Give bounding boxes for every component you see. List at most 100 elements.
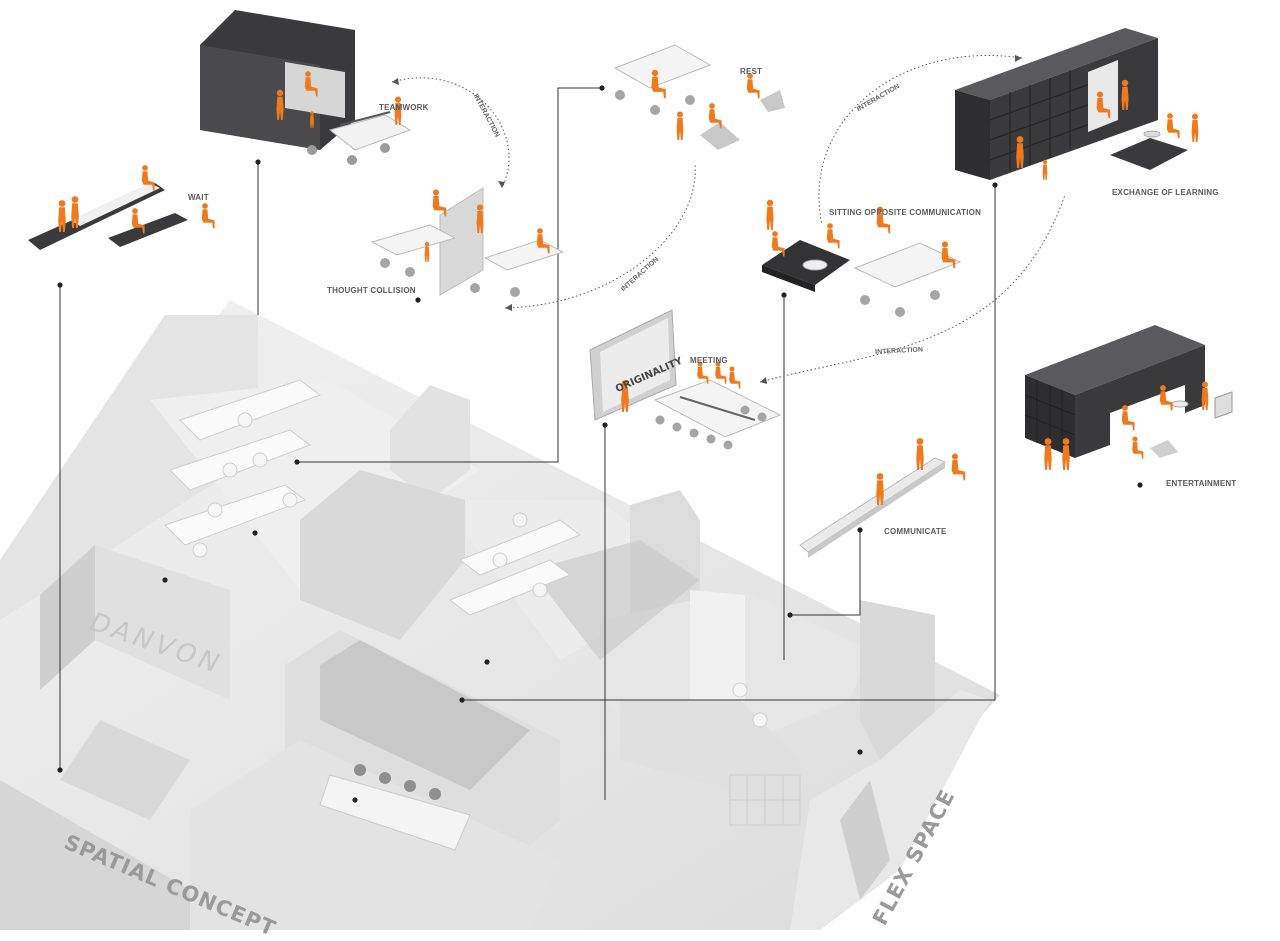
person-figure-icon [1042,159,1048,180]
model-meeting-chairs [354,764,441,800]
person-figure-icon [71,196,79,228]
round-table [802,259,828,271]
meeting-chairs [655,405,767,450]
meeting-screen-face [600,318,670,412]
person-figure-icon [621,380,629,412]
person-figure-icon [746,73,760,99]
person-figure-icon [766,199,774,230]
label-teamwork: TEAMWORK [379,103,429,112]
leader-rest [297,87,602,463]
label-thought-collision: THOUGHT COLLISION [327,286,416,295]
person-figure-icon [1044,438,1052,470]
person-figure-icon [826,223,840,249]
person-figure-icon [876,473,884,505]
person-figure-icon [651,69,666,99]
teamwork-desk [328,114,412,151]
teamwork-chairs [307,143,390,165]
block-d-top [320,640,530,790]
wait-bench-2 [108,213,188,247]
interaction-arrowheads [392,55,1022,384]
person-figure-icon [697,361,709,384]
label-communicate: COMMUNICATE [884,527,947,536]
interaction-curve-2 [504,164,696,309]
communicate-vignette [799,457,947,558]
person-figure-icon [708,103,722,129]
label-meeting: MEETING [690,356,728,365]
bookshelf-grid [989,70,1091,172]
person-figure-icon [1166,113,1180,139]
block-a [390,385,470,500]
ent-whiteboard [1214,391,1233,419]
teamwork-vignette [200,10,412,165]
interaction-curves [391,54,1066,383]
label-wait: WAIT [188,193,209,202]
model-meeting-table [319,774,471,851]
person-figure-icon [1096,91,1111,119]
tc-desk-2 [483,239,565,271]
wait-bench-top [70,183,160,226]
person-figure-icon [1191,113,1199,142]
learning-sofa [1110,138,1188,170]
bookshelf-top [955,28,1158,100]
person-figure-icon [424,241,430,262]
rest-vignette [613,44,785,150]
person-figure-icon [715,361,727,384]
block-j [860,600,935,760]
bookshelf-front [955,90,990,180]
sitting-opposite-vignette [762,240,962,317]
chairs-cluster [192,412,768,728]
communicate-plank-side [808,462,945,558]
dark-sofa-front [762,265,815,292]
interaction-curve-1 [391,77,510,189]
tc-desk-1 [370,224,457,256]
block-b [300,470,465,640]
person-figure-icon [1201,381,1209,410]
entertainment-vignette [1024,325,1233,458]
so-chairs [860,290,940,317]
person-figure-icon [876,206,891,234]
desk-cluster-1 [164,379,582,616]
person-figure-icon [131,208,145,234]
leader-lines [59,87,996,800]
ent-box-top [1025,325,1205,395]
label-rest: REST [740,67,763,76]
shadow-1 [530,540,700,660]
person-figure-icon [916,438,924,470]
leader-exchange [462,185,996,701]
person-figure-icon [771,231,785,257]
block-l [840,780,890,900]
person-figure-icon [310,111,314,128]
ent-box-side [1075,345,1205,458]
person-figure-icon [1159,385,1173,411]
person-figure-icon [201,203,215,229]
person-figure-icon [394,96,402,125]
person-figure-icon [1121,405,1135,431]
so-desk [853,242,962,288]
leader-dots [57,85,1143,803]
person-figure-icon [536,228,550,254]
person-figure-icon [304,71,318,97]
label-sitting-opposite: SITTING OPPOSITE COMMUNICATION [829,208,982,217]
leader-communicate [790,530,861,616]
person-figure-icon [58,200,66,232]
outer-wall-left [0,315,258,620]
exchange-of-learning-vignette [955,28,1188,180]
thought-collision-vignette [370,187,565,297]
bean-bag-2 [760,90,785,112]
ent-box-grid [1024,380,1076,453]
person-figure-icon [1132,436,1144,459]
person-figures [58,69,1209,505]
person-figure-icon [141,165,155,191]
partition-board [439,187,484,296]
communicate-plank [799,457,947,553]
learning-opening [1088,60,1118,132]
model-bookshelf [729,774,801,826]
label-entertainment: ENTERTAINMENT [1166,479,1237,488]
block-i [620,700,800,830]
bean-bag [700,122,740,150]
block-c-side [40,545,95,690]
tc-chairs [380,258,520,297]
meeting-vignette [589,309,782,450]
